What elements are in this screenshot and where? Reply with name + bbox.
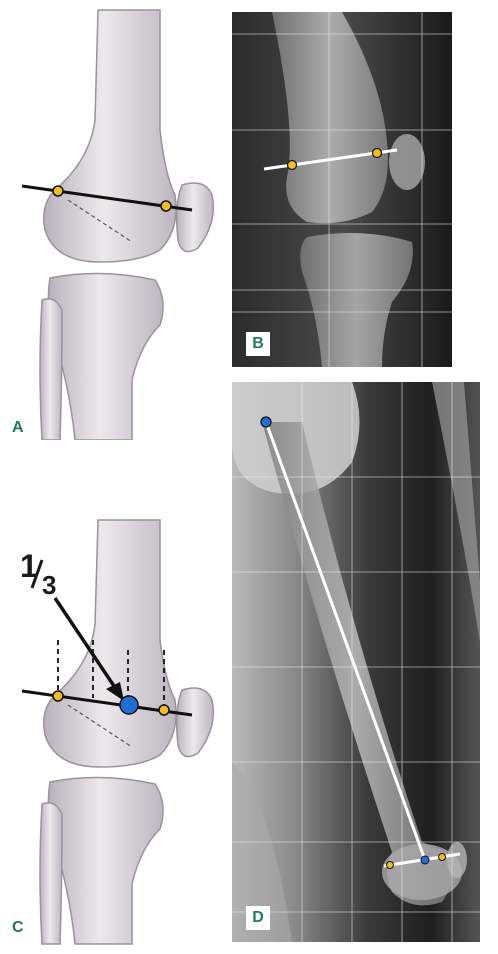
arrow-icon xyxy=(53,597,120,693)
xray-d xyxy=(232,382,480,942)
blue-point-icon xyxy=(420,855,430,865)
fraction-numerator: 1 xyxy=(20,548,38,584)
panel-label-b: B xyxy=(246,332,270,356)
femur-shape xyxy=(43,9,177,263)
yellow-point-icon xyxy=(52,690,64,702)
fibula-shape xyxy=(39,298,63,440)
xray-b xyxy=(232,12,452,367)
blue-point-icon xyxy=(119,695,139,715)
panel-b: B xyxy=(232,12,452,367)
yellow-point-icon xyxy=(438,853,446,861)
panel-c: 1 3 C xyxy=(0,510,230,954)
yellow-point-icon xyxy=(160,200,172,212)
panel-a: A xyxy=(0,0,230,440)
illustration-a xyxy=(21,9,215,440)
yellow-point-icon xyxy=(52,185,64,197)
fraction-denominator: 3 xyxy=(42,570,57,600)
fraction-slash xyxy=(30,558,44,589)
yellow-point-icon xyxy=(386,861,394,869)
femur-shape xyxy=(43,519,177,768)
patella-shape xyxy=(175,182,215,253)
yellow-point-icon xyxy=(371,147,383,159)
arrow-head-icon xyxy=(106,682,124,701)
tibia-shape xyxy=(47,272,164,440)
illustration-c xyxy=(21,519,215,945)
panel-label-c: C xyxy=(12,919,24,936)
blue-point-icon xyxy=(260,416,272,428)
panel-d: D xyxy=(232,382,480,942)
patella-shape xyxy=(175,687,215,758)
yellow-point-icon xyxy=(158,704,170,716)
femoral-axis-line xyxy=(264,421,427,861)
panel-label-d: D xyxy=(246,906,270,930)
panel-label-a: A xyxy=(12,419,24,436)
fibula-shape xyxy=(39,802,63,945)
tibia-shape xyxy=(47,776,164,945)
dashed-guide-line xyxy=(67,704,133,748)
dashed-guide-line xyxy=(67,199,133,243)
yellow-point-icon xyxy=(286,159,298,171)
